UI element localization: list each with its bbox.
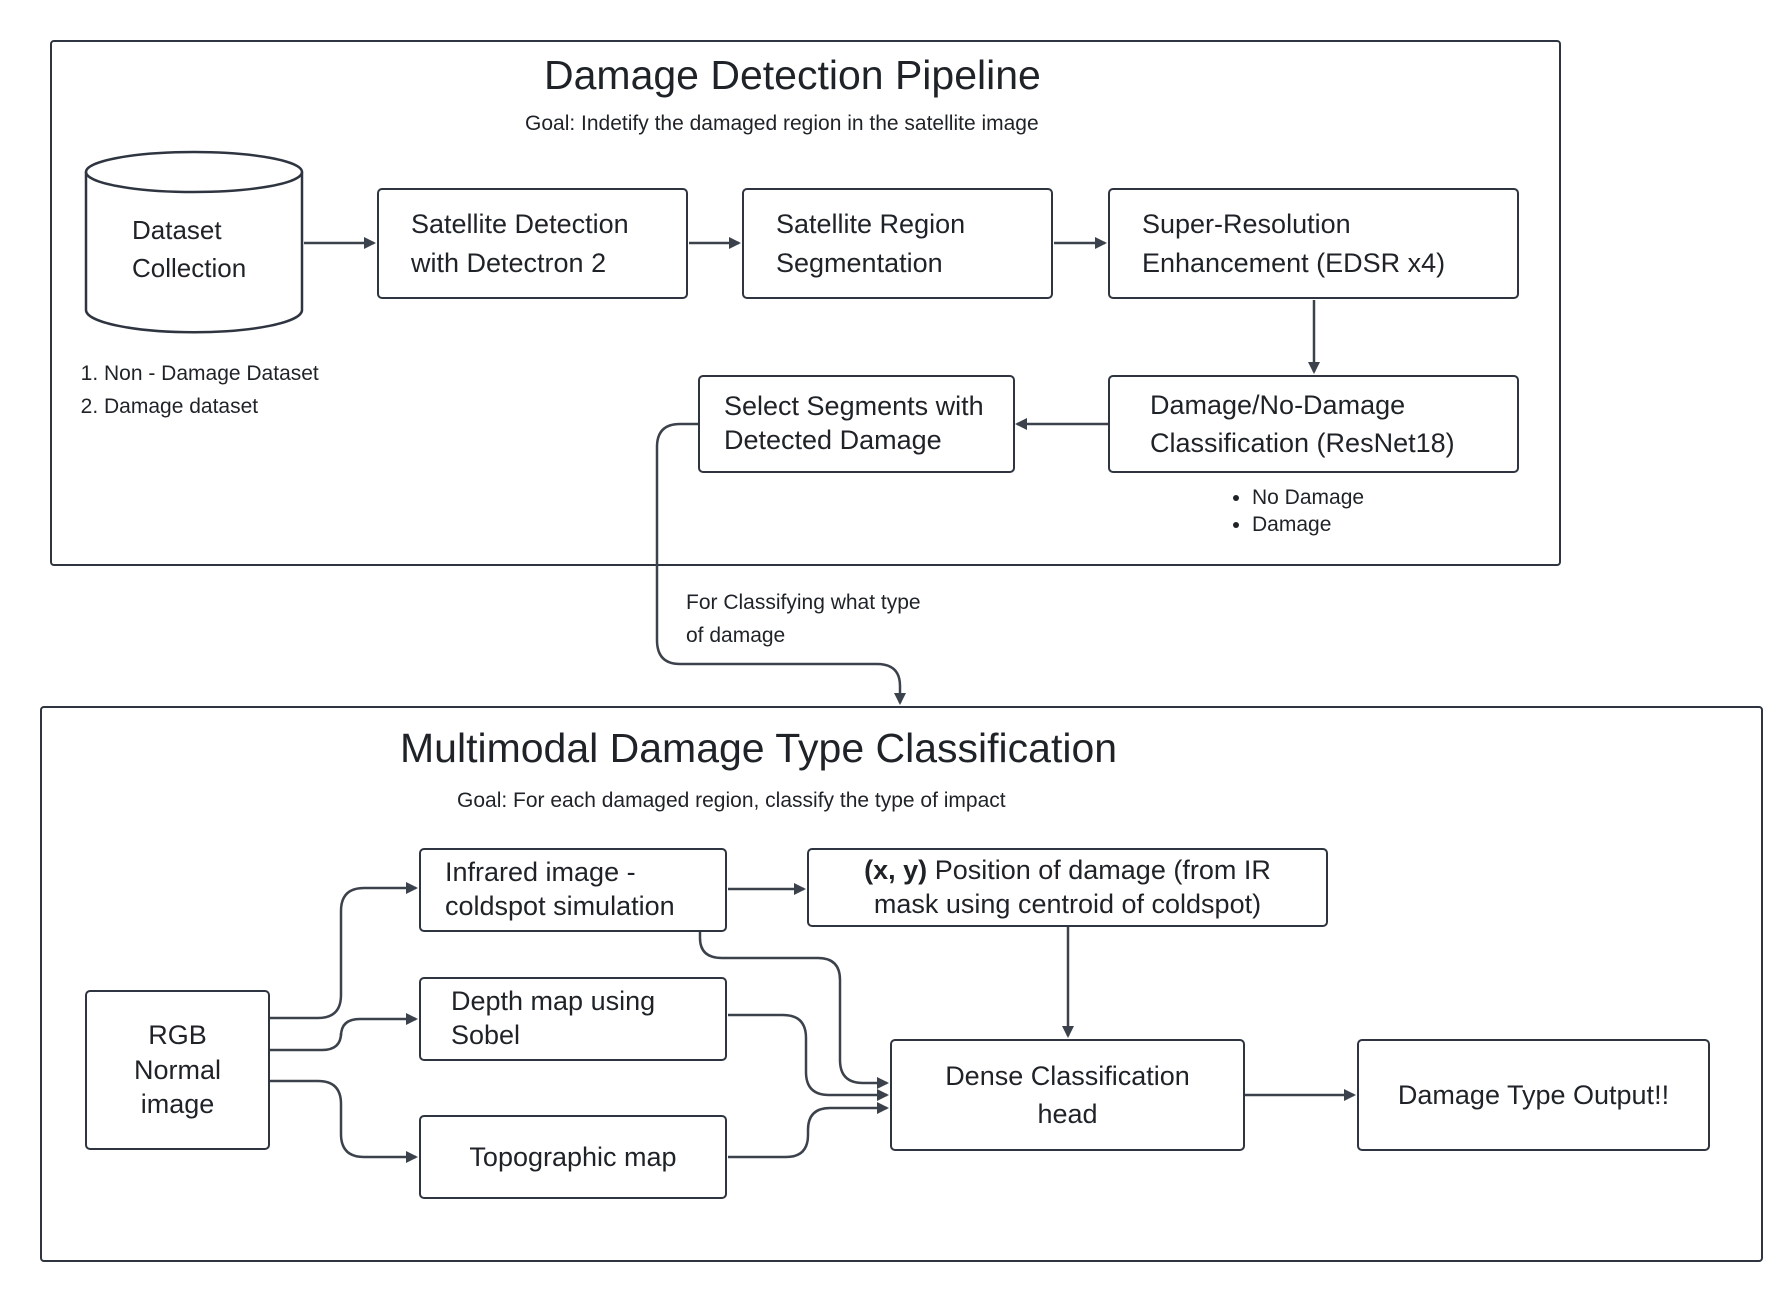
arrow-rgb-to-topographic [270,1079,418,1163]
damage-detection-pipeline-panel [50,40,1561,566]
multimodal-goal: Goal: For each damaged region, classify … [457,789,1006,812]
connector-label: For Classifying what type of damage [686,591,921,647]
classification-outputs: No Damage Damage [1232,484,1364,539]
damage-position-box: (x, y) Position of damage (from IR mask … [807,848,1328,927]
database-icon [84,150,304,334]
dataset-collection-label: Dataset Collection [132,215,247,283]
arrow-infrared-to-dense [698,932,889,1089]
arrow-select-to-multimodal [655,422,906,705]
list-item: Damage [1252,511,1364,538]
pipeline-goal: Goal: Indetify the damaged region in the… [525,112,1039,135]
dense-classification-head-box: Dense Classification head [890,1039,1245,1151]
region-segmentation-box: Satellite Region Segmentation [742,188,1053,299]
pipeline-title: Damage Detection Pipeline [544,52,1041,98]
depth-map-box: Depth map using Sobel [419,977,727,1061]
damage-classification-box: Damage/No-Damage Classification (ResNet1… [1108,375,1519,473]
list-item: Non - Damage Dataset [104,358,319,391]
damage-type-output-box: Damage Type Output!! [1357,1039,1710,1151]
select-segments-box: Select Segments with Detected Damage [698,375,1015,473]
arrow-depth-to-dense [728,1013,889,1101]
arrow-rgb-to-depth [270,1013,418,1052]
list-item: No Damage [1252,484,1364,511]
multimodal-classification-panel [40,706,1763,1262]
list-item: Damage dataset [104,391,319,424]
arrow-rgb-to-infrared [270,882,418,1020]
multimodal-title: Multimodal Damage Type Classification [400,725,1118,771]
super-resolution-box: Super-Resolution Enhancement (EDSR x4) [1108,188,1519,299]
dataset-list: Non - Damage Dataset Damage dataset [78,358,319,423]
arrow-topographic-to-dense [728,1102,889,1159]
satellite-detection-box: Satellite Detection with Detectron 2 [377,188,688,299]
topographic-map-box: Topographic map [419,1115,727,1199]
infrared-image-box: Infrared image - coldspot simulation [419,848,727,932]
rgb-image-box: RGB Normal image [85,990,270,1150]
coordinate-label: (x, y) [864,854,928,885]
